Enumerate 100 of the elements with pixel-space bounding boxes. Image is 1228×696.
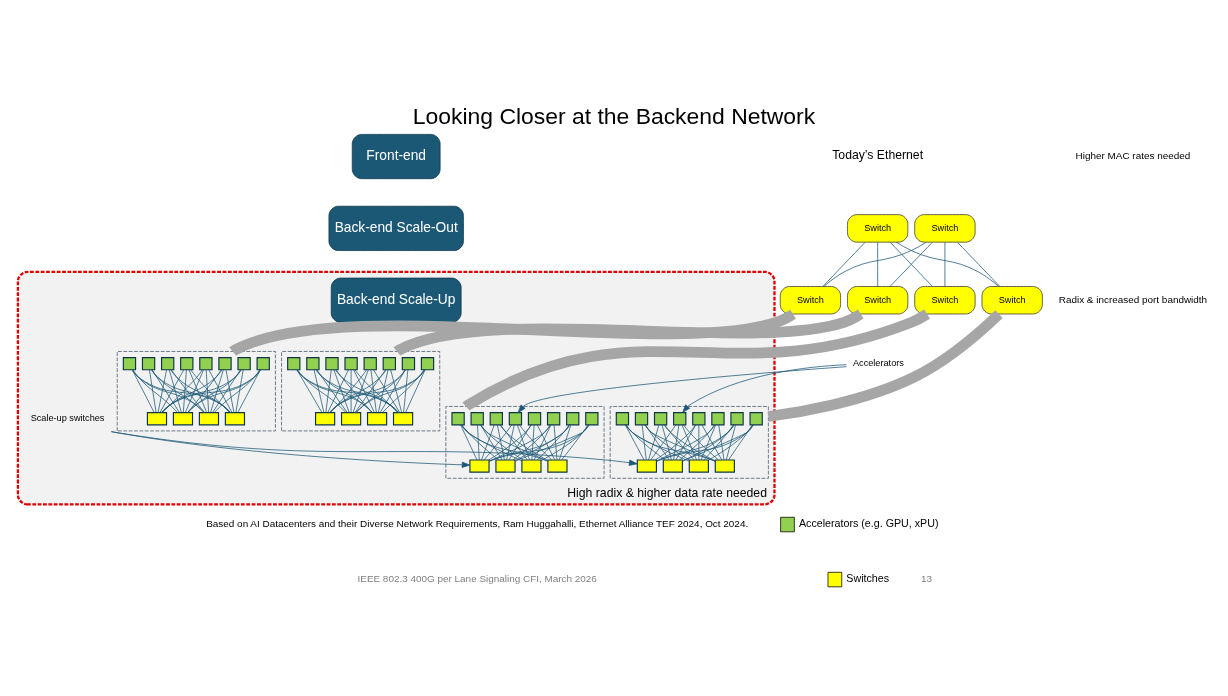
node-box — [662, 459, 683, 473]
connector — [673, 424, 680, 461]
connector — [517, 424, 530, 461]
node-box: Switch — [914, 286, 976, 315]
connector — [168, 369, 182, 413]
connector — [625, 424, 645, 461]
connector — [823, 241, 927, 287]
node-box — [198, 412, 220, 426]
connector — [208, 369, 233, 413]
node-box — [636, 459, 657, 473]
connector — [296, 369, 373, 413]
connector — [682, 424, 754, 462]
connector — [477, 424, 480, 461]
connector — [235, 369, 244, 413]
connector — [237, 369, 261, 413]
connector — [461, 424, 499, 461]
connector — [187, 369, 222, 413]
connector — [641, 424, 647, 461]
arrow — [110, 431, 638, 466]
connector — [171, 369, 205, 413]
label: Today’s Ethernet — [832, 148, 924, 163]
connector — [329, 369, 387, 413]
connector — [650, 424, 677, 461]
connector — [393, 309, 864, 357]
connector — [553, 424, 558, 461]
connector — [718, 424, 725, 461]
connector — [508, 424, 532, 461]
connector — [296, 369, 400, 413]
connector — [625, 424, 690, 462]
connector — [531, 424, 535, 461]
connector — [896, 241, 999, 287]
connector — [210, 369, 224, 413]
connector — [355, 369, 425, 413]
connector — [483, 424, 513, 461]
arrow — [682, 364, 847, 413]
connector — [497, 424, 505, 461]
connector — [350, 369, 352, 413]
node-box — [382, 356, 396, 371]
connector — [325, 369, 332, 413]
connector — [151, 369, 180, 413]
connector — [131, 369, 155, 413]
connector — [700, 424, 716, 461]
node-box: Switch — [847, 286, 909, 315]
connector — [461, 424, 523, 462]
connector — [132, 369, 179, 413]
connector — [480, 424, 503, 461]
node-box — [340, 412, 362, 426]
connector — [390, 369, 402, 413]
connector — [488, 424, 571, 462]
connector — [157, 369, 167, 413]
node-box — [224, 412, 246, 426]
connector — [488, 424, 590, 462]
connector — [561, 424, 589, 461]
connector — [488, 424, 532, 461]
node-box — [141, 356, 156, 371]
connector — [682, 424, 735, 462]
connector — [160, 369, 261, 413]
node-box — [325, 356, 339, 371]
connector — [889, 242, 933, 287]
connector — [352, 369, 369, 413]
connector — [645, 424, 670, 461]
node-box — [122, 356, 137, 371]
node-box — [287, 356, 301, 371]
node-box — [470, 412, 484, 426]
connector — [701, 424, 723, 461]
node-box — [566, 412, 580, 426]
node-box — [527, 412, 542, 426]
connector — [537, 424, 570, 461]
node-box — [508, 412, 523, 426]
node-box — [546, 412, 561, 426]
node-box — [420, 356, 435, 371]
label: 13 — [921, 572, 933, 584]
connector — [518, 424, 553, 461]
label: Radix & increased port bandwidth — [1058, 293, 1208, 305]
label: Higher MAC rates needed — [1075, 150, 1191, 162]
connector — [373, 369, 400, 413]
connector — [316, 369, 373, 413]
node-box — [172, 412, 194, 426]
connector — [654, 424, 696, 461]
connector — [212, 369, 241, 413]
arrow — [517, 366, 847, 413]
connector — [170, 369, 231, 413]
connector — [335, 369, 399, 413]
connector — [481, 424, 495, 461]
connector — [728, 424, 753, 461]
connector — [370, 369, 377, 413]
node-box — [363, 356, 377, 371]
connector — [648, 424, 660, 461]
connector — [161, 369, 223, 413]
diagram-title: Looking Closer at the Backend Network — [412, 103, 816, 130]
connector — [151, 369, 231, 413]
connector — [698, 424, 700, 461]
node-box — [730, 412, 744, 426]
node-box — [366, 412, 388, 426]
connector — [877, 242, 879, 287]
connector — [354, 369, 386, 413]
connector — [767, 310, 1003, 422]
connector — [460, 424, 478, 461]
connector — [405, 369, 426, 413]
connector — [725, 424, 736, 461]
